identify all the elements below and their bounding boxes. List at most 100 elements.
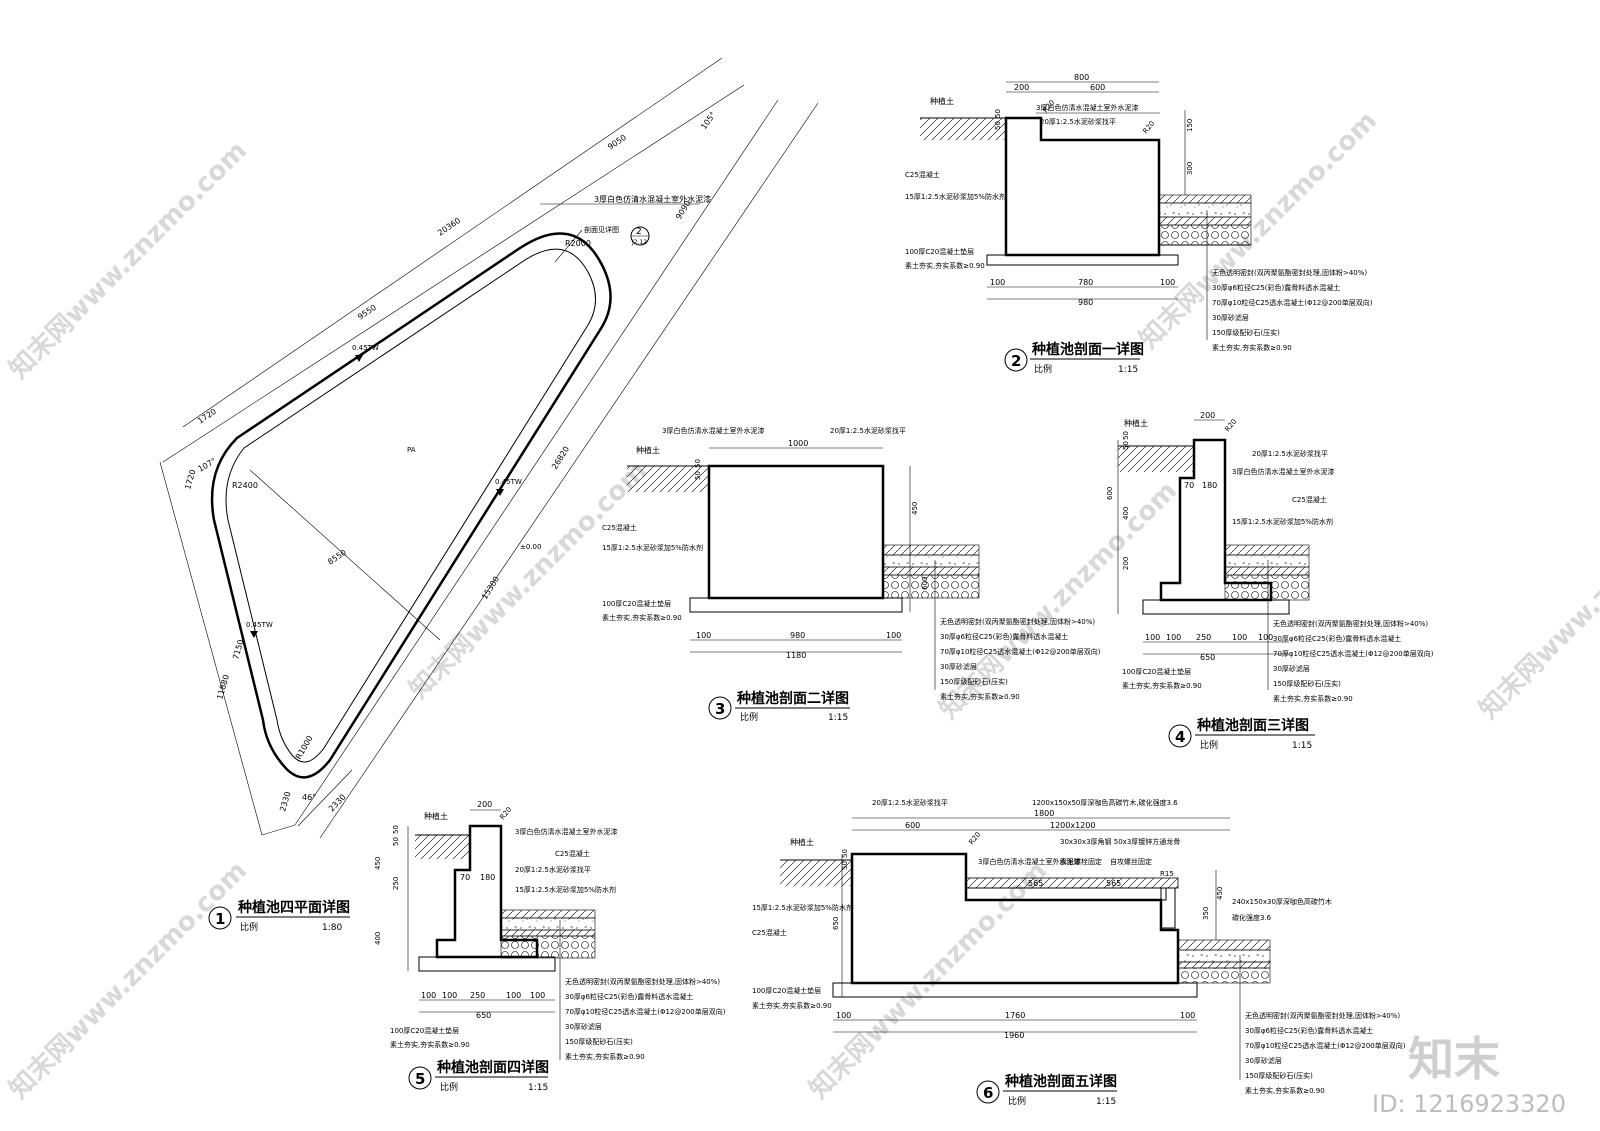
label: 3厚白色仿清水混凝土室外水泥漆 bbox=[978, 857, 1080, 866]
dim: 650 bbox=[1200, 653, 1215, 662]
scale-label: 比例 bbox=[1008, 1095, 1026, 1107]
dim: 1200x1200 bbox=[1050, 821, 1095, 830]
watermark: 知末网www.znzmo.com bbox=[4, 136, 253, 385]
dim: 180 bbox=[1202, 481, 1217, 490]
layer: 30厚φ6粒径C25(彩色)露骨料透水混凝土 bbox=[1273, 634, 1401, 643]
level: ±0.00 bbox=[520, 543, 541, 551]
level: 0.45TW bbox=[495, 478, 522, 486]
title-num: 2 bbox=[1011, 352, 1021, 370]
label: C25混凝土 bbox=[1292, 495, 1327, 504]
plan-note: 3厚白色仿清水混凝土室外水泥漆 bbox=[594, 194, 711, 204]
scale-label: 比例 bbox=[240, 921, 258, 933]
dim: 50 bbox=[694, 471, 702, 480]
dim: 450 bbox=[374, 857, 382, 870]
layer: 30厚φ6粒径C25(彩色)露骨料透水混凝土 bbox=[565, 992, 693, 1001]
layer: 30厚φ6粒径C25(彩色)露骨料透水混凝土 bbox=[1245, 1026, 1373, 1035]
layer: 30厚φ6粒径C25(彩色)露骨料透水混凝土 bbox=[1212, 283, 1340, 292]
dim: 50 bbox=[1122, 431, 1130, 440]
dim: 100 bbox=[886, 631, 901, 640]
label: 15厚1:2.5水泥砂浆加5%防水剂 bbox=[515, 885, 616, 894]
dim: 1960 bbox=[1004, 1031, 1024, 1040]
radius: R20 bbox=[498, 806, 513, 822]
title-num: 3 bbox=[715, 700, 725, 718]
dim: 100 bbox=[696, 631, 711, 640]
layer: 30厚砂滤层 bbox=[1212, 313, 1249, 322]
label: 20厚1:2.5水泥砂浆找平 bbox=[515, 865, 591, 874]
dim: 2330 bbox=[278, 790, 292, 812]
title: 种植池剖面四详图 bbox=[436, 1059, 549, 1076]
layer: 30厚砂滤层 bbox=[940, 662, 977, 671]
dim: 200 bbox=[1200, 411, 1215, 420]
dim: 50 bbox=[994, 109, 1002, 118]
dim: 50 bbox=[1122, 441, 1130, 450]
section-one: 800 200 600 100 780 100 980 50 50 150 30… bbox=[905, 73, 1373, 375]
label: 20厚1:2.5水泥砂浆找平 bbox=[830, 426, 906, 435]
dim: 565 bbox=[1028, 879, 1043, 888]
layer: 70厚φ10粒径C25透水混凝土(Φ12@200单层双向) bbox=[1212, 298, 1373, 307]
dim: 50 bbox=[841, 849, 849, 858]
label: 15厚1:2.5水泥砂浆加5%防水剂 bbox=[752, 903, 853, 912]
layer: 无色透明密封(双丙聚氨酯密封处理,固体粉>40%) bbox=[1245, 1011, 1400, 1020]
title-num: 1 bbox=[215, 910, 225, 928]
label: 20厚1:2.5水泥砂浆找平 bbox=[872, 798, 948, 807]
scale-label: 比例 bbox=[1200, 739, 1218, 751]
dim: 980 bbox=[1078, 298, 1093, 307]
dim: 250 bbox=[1196, 633, 1211, 642]
layer: 30厚φ6粒径C25(彩色)露骨料透水混凝土 bbox=[940, 632, 1068, 641]
watermark: 知末网www.znzmo.com bbox=[804, 856, 1053, 1105]
dim: 400 bbox=[374, 932, 382, 945]
dim: 50 bbox=[392, 825, 400, 834]
layer: 70厚φ10粒径C25透水混凝土(Φ12@200单层双向) bbox=[565, 1007, 726, 1016]
dim: 100 bbox=[506, 991, 521, 1000]
layer: 素土夯实,夯实系数≥0.90 bbox=[940, 692, 1020, 701]
layer: 150厚级配砂石(压实) bbox=[1212, 328, 1280, 337]
radius: R20 bbox=[1141, 120, 1156, 136]
label: 碳化强度3.6 bbox=[1232, 913, 1272, 922]
dim: 1720 bbox=[196, 407, 218, 426]
layer: 150厚级配砂石(压实) bbox=[940, 677, 1008, 686]
dim: 200 bbox=[477, 800, 492, 809]
dim: 100 bbox=[530, 991, 545, 1000]
label: 3厚白色仿清水混凝土室外水泥漆 bbox=[662, 426, 764, 435]
dim: 1000 bbox=[788, 439, 808, 448]
dim: 70 bbox=[1184, 481, 1194, 490]
dim: 450 bbox=[911, 502, 919, 515]
title-num: 4 bbox=[1175, 728, 1185, 746]
section-five: 600 1800 1200x1200 565 565 100 1760 100 … bbox=[752, 798, 1406, 1107]
label: 素土夯实,夯实系数≥0.90 bbox=[390, 1040, 470, 1049]
dim: 100 bbox=[1232, 633, 1247, 642]
label: 素土夯实,夯实系数≥0.90 bbox=[752, 1001, 832, 1010]
section-ref: 剖面见详图 bbox=[584, 225, 619, 234]
dim: 565 bbox=[1106, 879, 1121, 888]
dim: 100 bbox=[1160, 278, 1175, 287]
dim: 600 bbox=[1090, 83, 1105, 92]
dim: 1800 bbox=[1034, 809, 1054, 818]
radius: R2000 bbox=[565, 239, 591, 248]
dim: 100 bbox=[990, 278, 1005, 287]
dim: 600 bbox=[921, 577, 929, 590]
title: 种植池剖面五详图 bbox=[1004, 1073, 1117, 1090]
angle: 46° bbox=[302, 793, 316, 802]
radius: R1000 bbox=[294, 734, 315, 761]
dim: 400 bbox=[1122, 507, 1130, 520]
layer: 素土夯实,夯实系数≥0.90 bbox=[565, 1052, 645, 1061]
dim: 100 bbox=[1180, 1011, 1195, 1020]
scale-label: 比例 bbox=[440, 1081, 458, 1093]
label: 3厚白色仿清水混凝土室外水泥漆 bbox=[1036, 103, 1138, 112]
dim: 9050 bbox=[606, 133, 628, 152]
label: 100厚C20混凝土垫层 bbox=[905, 247, 974, 256]
dim: 450 bbox=[1216, 887, 1224, 900]
dim: 50 bbox=[994, 121, 1002, 130]
angle: 105° bbox=[699, 110, 717, 131]
layer: 无色透明密封(双丙聚氨酯密封处理,固体粉>40%) bbox=[1273, 619, 1428, 628]
dim: 600 bbox=[1106, 487, 1114, 500]
label: 20厚1:2.5水泥砂浆找平 bbox=[1040, 117, 1116, 126]
scale-label: 比例 bbox=[740, 711, 758, 723]
soil-label: 种植土 bbox=[930, 96, 954, 106]
dim: 100 bbox=[421, 991, 436, 1000]
level: 0.45TW bbox=[246, 621, 273, 629]
watermark-layer: 知末网www.znzmo.com 知末网www.znzmo.com 知末网www… bbox=[4, 106, 1600, 1105]
soil-label: 种植土 bbox=[790, 837, 814, 847]
dim: 8550 bbox=[326, 548, 348, 567]
